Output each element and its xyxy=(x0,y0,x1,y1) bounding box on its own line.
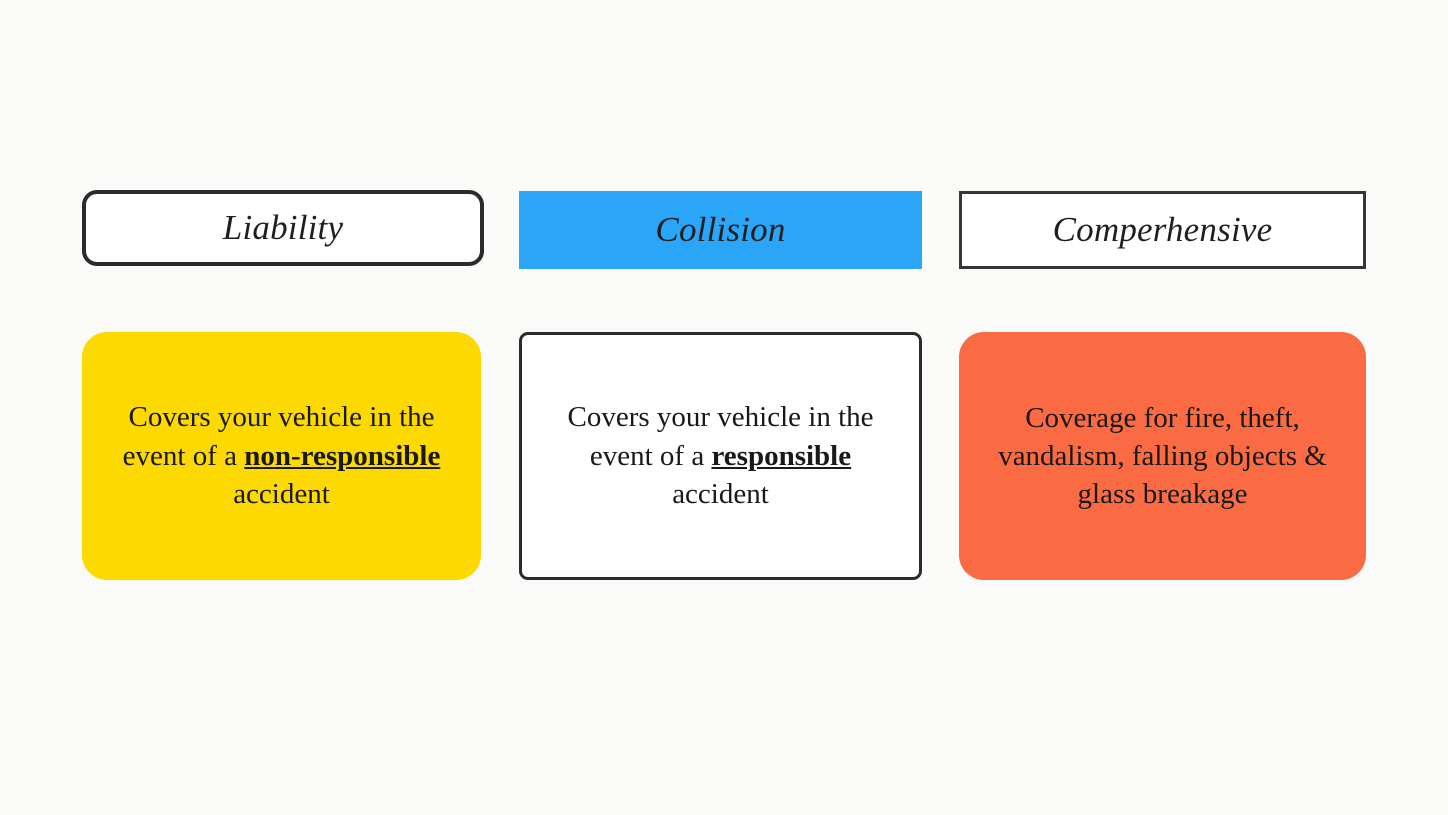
card-liability[interactable]: Covers your vehicle in the event of a no… xyxy=(82,332,481,580)
header-chip-collision[interactable]: Collision xyxy=(519,191,922,269)
header-label-liability: Liability xyxy=(222,207,344,247)
header-chip-liability[interactable]: Liability xyxy=(82,190,484,266)
card-text-collision-after: accident xyxy=(672,478,769,511)
card-comprehensive[interactable]: Coverage for fire, theft, vandalism, fal… xyxy=(959,332,1366,580)
header-label-comprehensive: Comperhensive xyxy=(1052,209,1273,249)
header-label-collision: Collision xyxy=(655,209,786,249)
card-collision[interactable]: Covers your vehicle in the event of a re… xyxy=(519,332,922,580)
card-emphasis-liability: non-responsible xyxy=(244,439,441,472)
card-text-comprehensive-before: Coverage for fire, theft, vandalism, fal… xyxy=(998,401,1327,511)
card-emphasis-collision: responsible xyxy=(711,439,852,472)
card-text-liability: Covers your vehicle in the event of a no… xyxy=(100,398,463,515)
card-text-liability-after: accident xyxy=(233,478,330,511)
column-liability: Liability xyxy=(82,190,484,266)
card-text-collision-before: Covers your vehicle in the event of a xyxy=(567,400,874,472)
card-text-collision: Covers your vehicle in the event of a re… xyxy=(540,398,901,515)
card-text-comprehensive: Coverage for fire, theft, vandalism, fal… xyxy=(977,399,1348,514)
column-collision: Collision xyxy=(519,190,922,269)
column-comprehensive: Comperhensive xyxy=(959,190,1366,269)
card-text-liability-before: Covers your vehicle in the event of a xyxy=(122,400,435,472)
header-chip-comprehensive[interactable]: Comperhensive xyxy=(959,191,1366,269)
